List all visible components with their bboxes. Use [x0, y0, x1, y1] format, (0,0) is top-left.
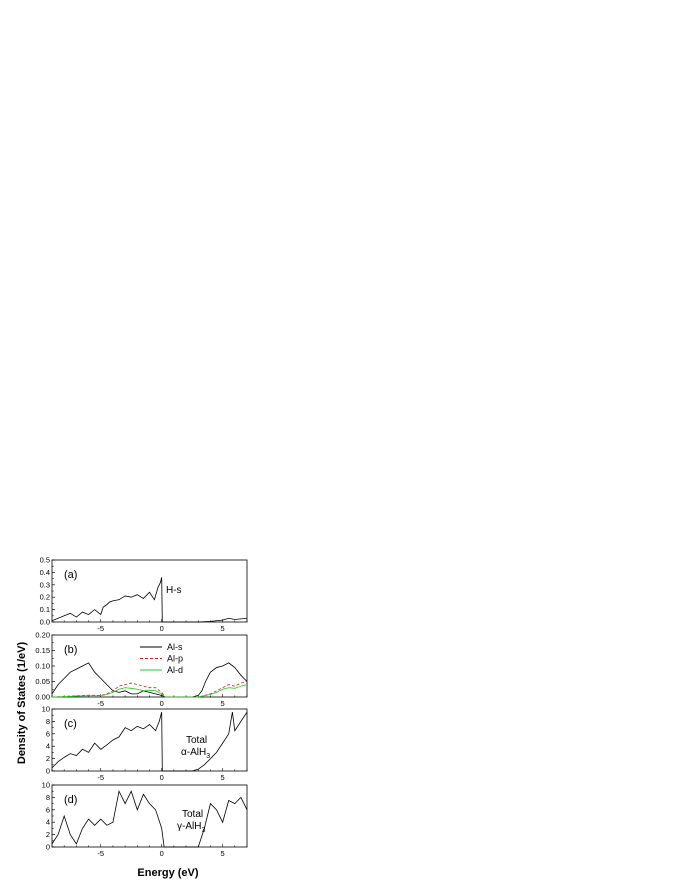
panel-annotation: H-s	[166, 585, 182, 596]
x-tick-label: -5	[97, 849, 104, 858]
panel-label: (d)	[64, 794, 77, 806]
legend-label: Al-s	[167, 642, 183, 652]
plot-frame	[51, 784, 248, 848]
y-tick-label: 10	[42, 705, 50, 714]
y-tick-label: 2	[46, 830, 50, 839]
series-line	[51, 577, 248, 623]
y-tick-label: 0.4	[40, 568, 50, 577]
y-tick-label: 0	[46, 843, 50, 852]
y-tick-label: 0.10	[35, 662, 50, 671]
x-tick-label: 5	[221, 699, 225, 708]
panel-label: (a)	[64, 569, 77, 581]
y-tick-label: 2	[46, 754, 50, 763]
panel-annotation-compound: γ-AlH3	[177, 821, 205, 834]
y-tick-label: 0.20	[35, 631, 50, 640]
x-axis-label: Energy (eV)	[137, 867, 198, 879]
y-tick-label: 0.1	[40, 605, 50, 614]
y-tick-label: 0.00	[35, 693, 50, 702]
series-line-al-d	[51, 684, 248, 698]
y-tick-label: 0.2	[40, 593, 50, 602]
panel-annotation: Total	[186, 735, 207, 746]
series-line-al-s	[51, 662, 248, 698]
x-tick-label: -5	[97, 699, 104, 708]
y-tick-label: 6	[46, 805, 50, 814]
x-tick-label: 0	[160, 773, 164, 782]
x-tick-label: 0	[160, 624, 164, 633]
series-line	[51, 711, 248, 772]
y-tick-label: 0	[46, 767, 50, 776]
y-tick-label: 0.15	[35, 646, 50, 655]
y-tick-label: 0.0	[40, 618, 50, 627]
x-tick-label: 5	[221, 624, 225, 633]
x-tick-label: -5	[97, 624, 104, 633]
x-tick-label: -5	[97, 773, 104, 782]
y-tick-label: 8	[46, 717, 50, 726]
y-tick-label: 10	[42, 781, 50, 790]
y-tick-label: 0.3	[40, 580, 50, 589]
panel-a: 0.0 0.1 0.2 0.3 0.4 0.5 -5 0 5 (a) H-s	[40, 556, 248, 633]
x-tick-label: 0	[160, 849, 164, 858]
y-tick-label: 4	[46, 818, 50, 827]
panel-label: (c)	[64, 718, 77, 730]
legend: Al-sAl-pAl-d	[140, 642, 183, 675]
x-tick-label: 5	[221, 773, 225, 782]
x-tick-label: 0	[160, 699, 164, 708]
y-tick-label: 8	[46, 793, 50, 802]
series-line	[51, 789, 248, 848]
y-tick-label: 6	[46, 729, 50, 738]
y-tick-label: 0.05	[35, 677, 50, 686]
legend-label: Al-p	[167, 654, 183, 664]
panel-label: (b)	[64, 644, 77, 656]
x-tick-label: 5	[221, 849, 225, 858]
panel-annotation-compound: α-AlH3	[181, 747, 210, 760]
legend-label: Al-d	[167, 665, 183, 675]
panel-annotation: Total	[182, 809, 203, 820]
series-line-al-p	[51, 681, 248, 698]
y-tick-label: 4	[46, 742, 50, 751]
panel-b: 0.00 0.05 0.10 0.15 0.20 -5 0 5 (b) Al-sAl-pAl-d	[35, 631, 248, 708]
plot-frame	[51, 708, 248, 772]
y-axis-label: Density of States (1/eV)	[16, 642, 28, 765]
y-tick-label: 0.5	[40, 556, 50, 565]
